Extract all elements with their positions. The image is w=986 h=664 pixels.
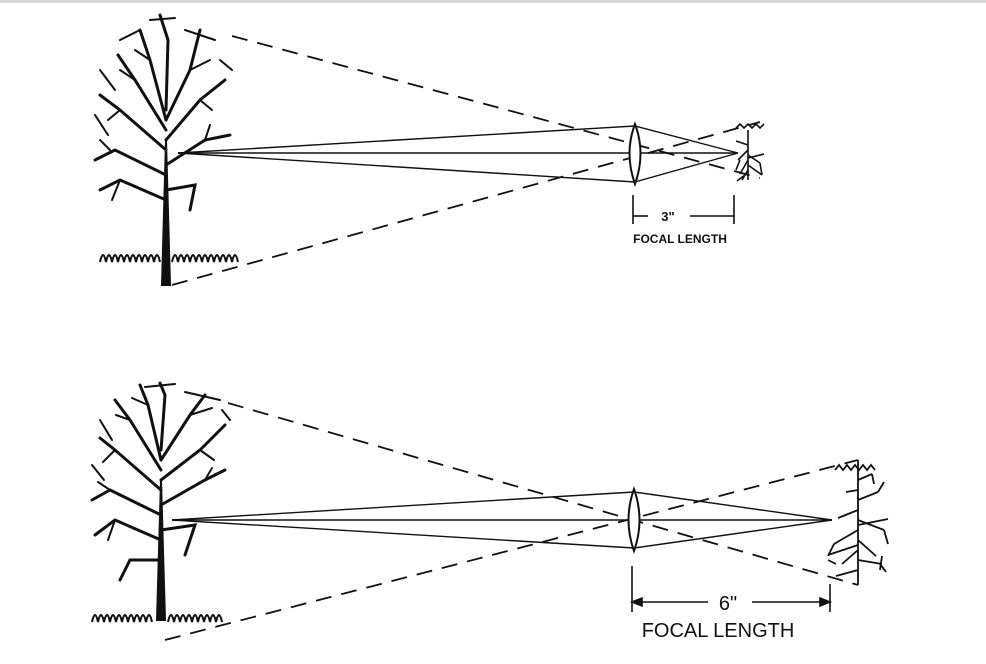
converging-rays (177, 125, 739, 183)
focal-value-long: 6" (719, 593, 737, 615)
focal-value-short: 3" (661, 209, 674, 224)
tree-object-icon (93, 13, 233, 286)
dashed-chief-rays (171, 35, 761, 286)
focal-length-dimension-long (629, 566, 833, 612)
figure-short-focal-length: 3" FOCAL LENGTH (93, 13, 765, 286)
focal-caption-short: FOCAL LENGTH (633, 232, 727, 246)
focal-caption-long: FOCAL LENGTH (642, 620, 795, 642)
lens-icon (628, 121, 642, 187)
dashed-chief-rays (164, 402, 859, 641)
converging-rays (171, 491, 833, 549)
grass-icon (91, 614, 223, 623)
figure-long-focal-length: 6" FOCAL LENGTH (90, 381, 889, 642)
inverted-tree-image-icon (735, 122, 765, 182)
inverted-tree-image-icon (827, 460, 889, 585)
lens-icon (627, 486, 641, 554)
grass-icon (99, 254, 239, 263)
focal-length-dimension-short (632, 195, 735, 224)
tree-object-icon (90, 381, 231, 621)
top-border (0, 0, 986, 3)
